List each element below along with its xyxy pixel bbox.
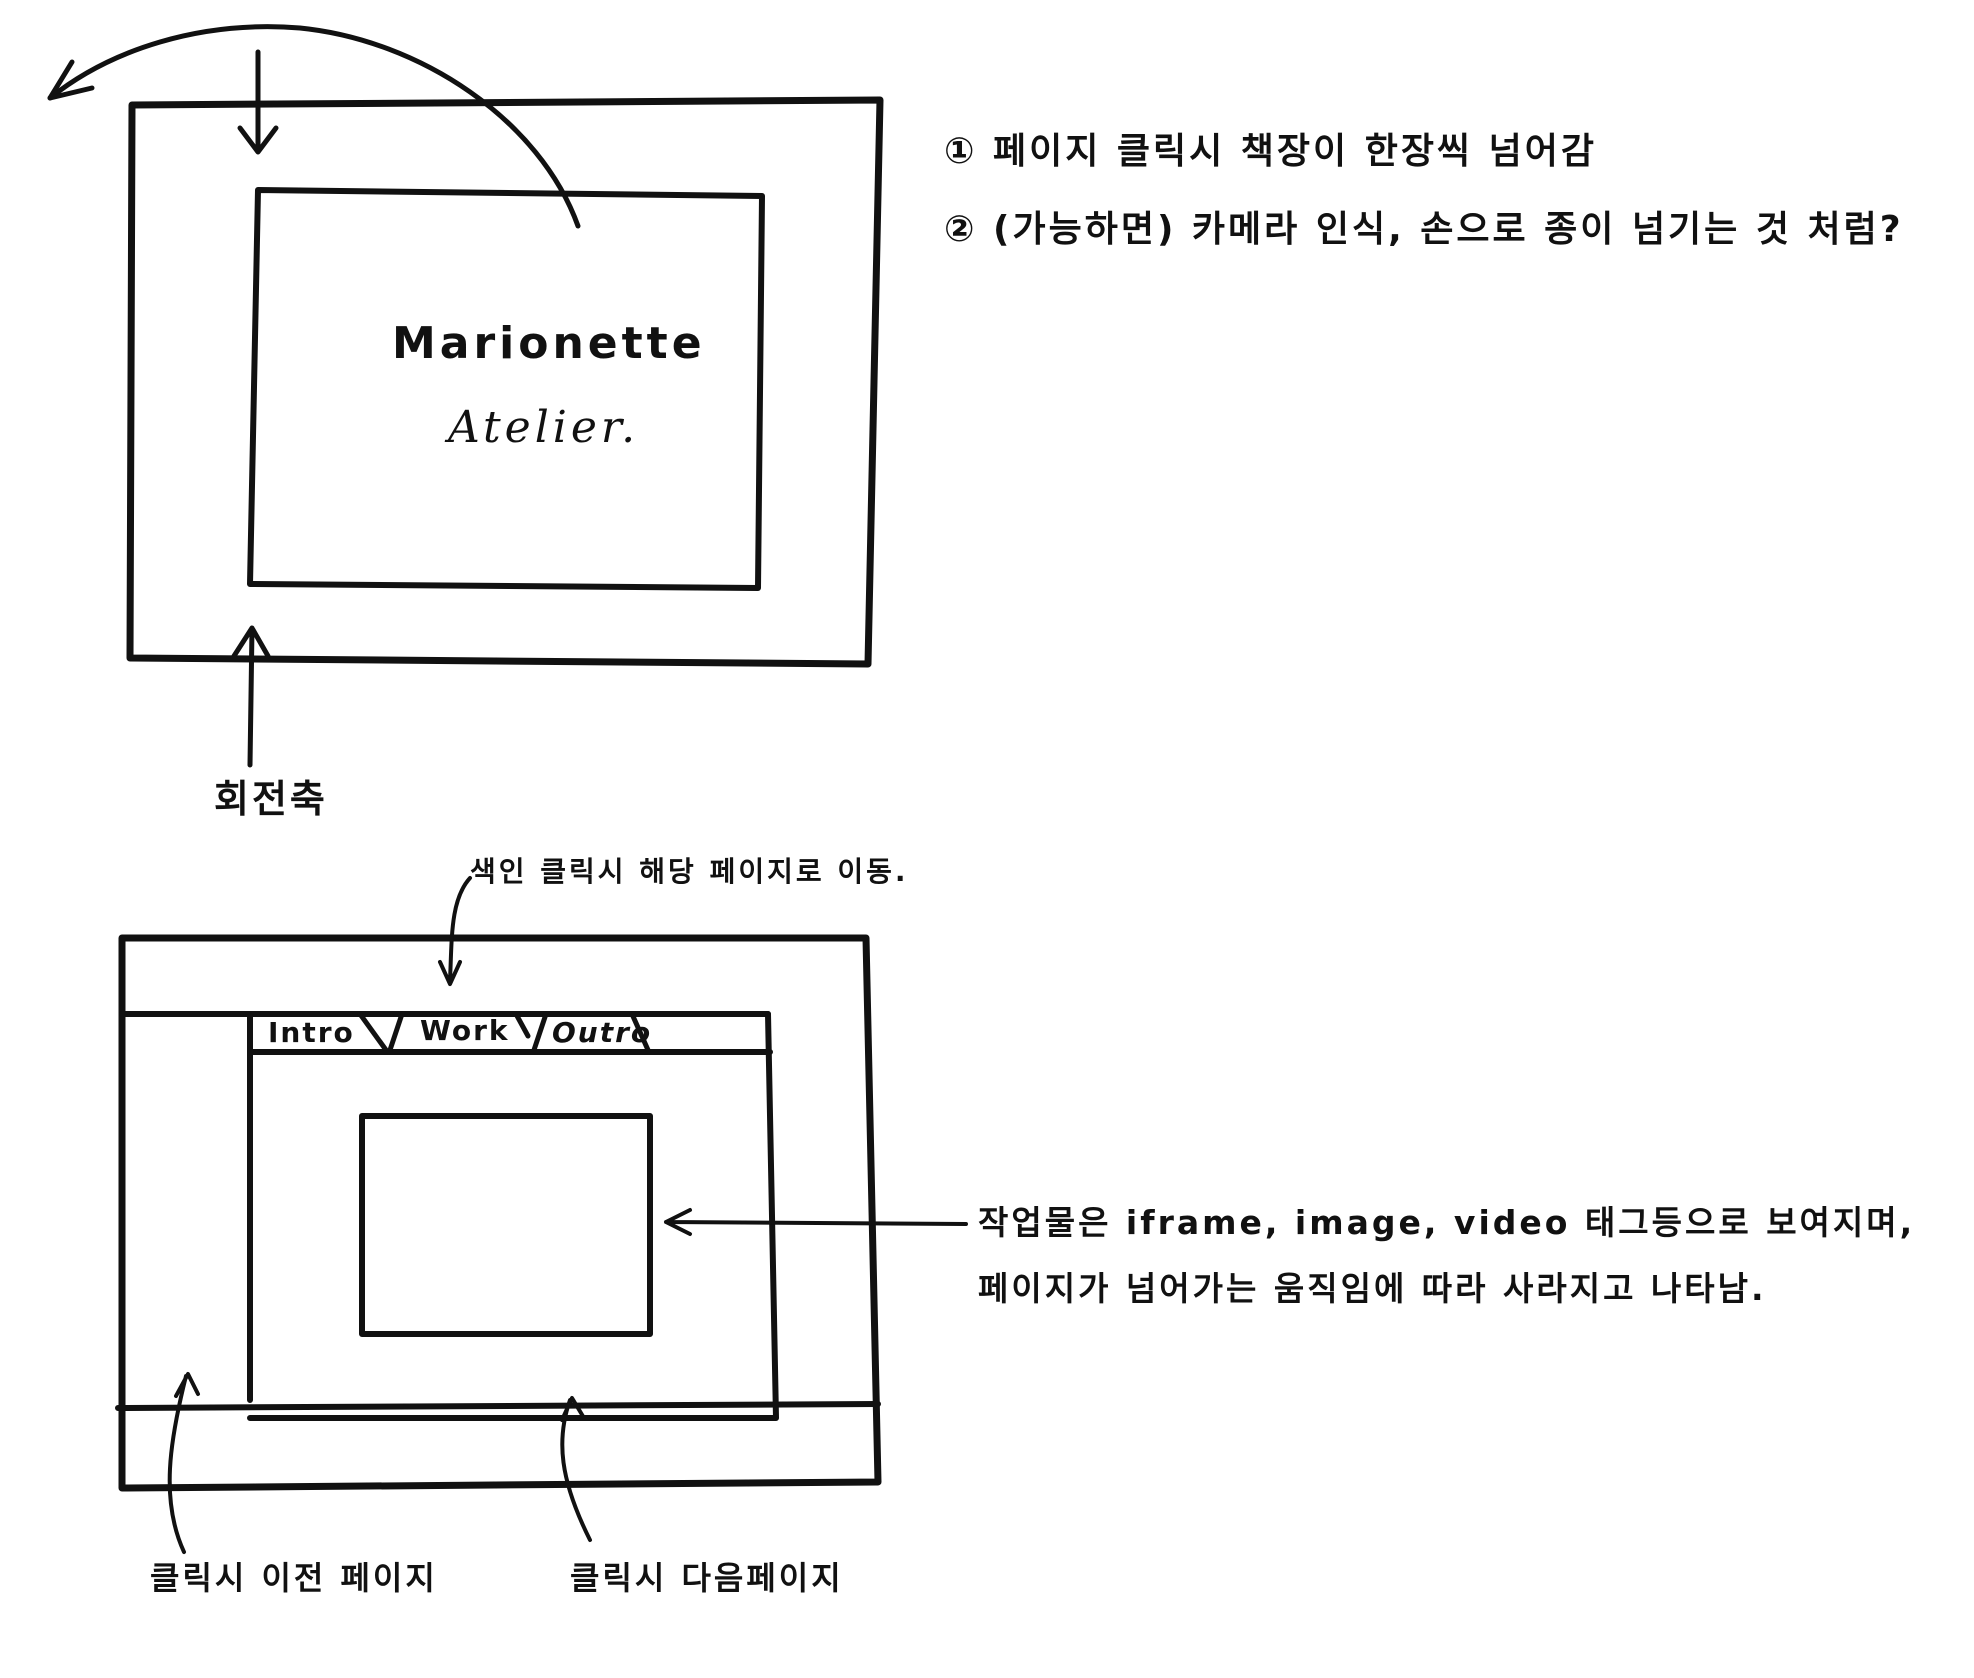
index-click-note: 색인 클릭시 해당 페이지로 이동. — [470, 855, 909, 888]
tab-work[interactable]: Work — [420, 1014, 510, 1047]
page-outer-frame — [118, 934, 882, 1492]
note-2-camera-gesture: ② (가능하면) 카메라 인식, 손으로 종이 넘기는 것 처럼? — [944, 209, 1904, 250]
cover-outer-frame — [126, 96, 884, 668]
prev-page-arrow — [167, 1372, 200, 1554]
book-cover-sketch — [47, 24, 884, 768]
cover-inner-frame — [247, 187, 765, 591]
page-turn-arrowhead — [47, 59, 95, 101]
prev-page-label[interactable]: 클릭시 이전 페이지 — [150, 1559, 438, 1597]
page-inner-frame — [247, 1011, 779, 1421]
page-turn-curve-arrow — [47, 24, 581, 229]
book-page-sketch — [115, 876, 968, 1554]
tab-divider-work-outro — [513, 1011, 549, 1053]
rotation-axis-label: 회전축 — [214, 777, 328, 821]
cover-title-line2: Atelier. — [448, 402, 640, 453]
cover-title-line1: Marionette — [392, 318, 706, 369]
index-note-arrow — [438, 876, 472, 986]
next-page-arrow — [560, 1396, 592, 1542]
next-page-label[interactable]: 클릭시 다음페이지 — [570, 1559, 844, 1597]
content-note-line2: 페이지가 넘어가는 움직임에 따라 사라지고 나타남. — [978, 1269, 1767, 1308]
content-note-arrow — [664, 1208, 968, 1236]
rotation-axis-arrow — [231, 625, 271, 768]
top-down-arrow — [237, 49, 279, 155]
tab-divider-outro-end — [629, 1011, 651, 1053]
tab-intro[interactable]: Intro — [268, 1016, 355, 1049]
tab-outro[interactable]: Outro — [552, 1016, 653, 1049]
content-note-line1: 작업물은 iframe, image, video 태그등으로 보여지며, — [978, 1203, 1916, 1242]
note-1-page-flip: ① 페이지 클릭시 책장이 한장씩 넘어감 — [944, 131, 1597, 172]
tab-divider-intro-work — [357, 1011, 405, 1053]
page-footer-line — [115, 1401, 881, 1411]
content-viewer-area[interactable] — [359, 1113, 653, 1337]
